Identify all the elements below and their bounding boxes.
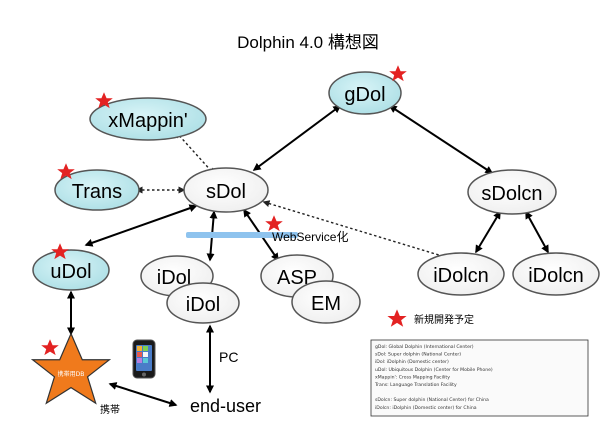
legend-line: sDolcn: Super dolphin (National Center) … (375, 397, 489, 403)
node-idolcn-left[interactable]: iDolcn (417, 252, 505, 296)
new-dev-label: 新規開発予定 (414, 313, 474, 326)
legend-box: gDol: Global Dolphin (International Cent… (370, 339, 589, 417)
node-sdol[interactable]: sDol (183, 167, 269, 213)
edge-sdol-udol (84, 204, 198, 247)
node-idol-back-label: iDol (157, 267, 191, 289)
red-star-icon-xmappin (95, 92, 113, 109)
red-star-icon-trans (57, 163, 75, 180)
node-sdolcn[interactable]: sDolcn (467, 169, 557, 215)
legend-line: uDol: Ubiquitous Dolphin (Center for Mob… (375, 367, 493, 373)
diagram-title: Dolphin 4.0 構想図 (237, 33, 379, 52)
node-udol-label: uDol (50, 261, 91, 283)
edge-xmappin-sdol (174, 130, 216, 176)
node-sdolcn-label: sDolcn (481, 183, 542, 205)
mobile-label: 携帯 (100, 403, 120, 416)
red-star-icon-webservice (265, 215, 283, 232)
node-gdol[interactable]: gDol (328, 71, 402, 115)
mobile-phone-icon (132, 339, 156, 379)
legend-line: Trans: Language Translation Facility (374, 382, 457, 388)
node-idolcn-right-label: iDolcn (528, 265, 584, 287)
legend-line: iDol: iDolphin (Domestic center) (375, 359, 449, 365)
node-xmappin[interactable]: xMappin' (89, 97, 207, 141)
node-em-label: EM (311, 293, 341, 315)
edge-sdolcn-idolcn-right (525, 210, 549, 254)
legend-line: iDolcn: iDolphin (Domestic center) for C… (375, 405, 477, 411)
webservice-bar (186, 232, 298, 238)
webservice-label: WebService化 (272, 230, 348, 244)
node-em[interactable]: EM (291, 280, 361, 324)
legend-line: gDol: Global Dolphin (International Cent… (375, 344, 474, 350)
node-idolcn-left-label: iDolcn (433, 265, 489, 287)
red-star-icon-udol (51, 243, 69, 260)
pc-label: PC (219, 349, 238, 365)
end-user-label[interactable]: end-user (190, 396, 261, 416)
edge-sdol-gdol (252, 105, 342, 171)
orange-star-icon[interactable]: 携帯用DB (30, 332, 112, 405)
mobiledb-label: 携帯用DB (58, 370, 85, 378)
new-dev-key: 新規開発予定 (387, 309, 474, 327)
red-star-icon-gdol (389, 65, 407, 82)
node-idol-front[interactable]: iDol (166, 282, 240, 324)
node-asp-label: ASP (277, 267, 317, 289)
red-star-icon-mobiledb (41, 339, 59, 356)
edge-mobiledb-enduser (108, 382, 178, 407)
legend-lines: gDol: Global Dolphin (International Cent… (374, 344, 493, 411)
node-idol-front-label: iDol (186, 294, 220, 316)
connectors (67, 105, 549, 407)
legend-line: xMappin': Cross Mapping Facility (375, 374, 450, 380)
node-gdol-label: gDol (344, 84, 385, 106)
node-trans[interactable]: Trans (54, 169, 140, 211)
node-udol[interactable]: uDol (32, 249, 110, 291)
node-xmappin-label: xMappin' (108, 110, 187, 132)
legend-line: sDol: Super dolphin (National Center) (375, 352, 461, 358)
edge-gdol-sdolcn (388, 105, 494, 174)
node-idolcn-right[interactable]: iDolcn (512, 252, 600, 296)
edge-sdolcn-idolcn-left (475, 210, 501, 254)
node-sdol-label: sDol (206, 181, 246, 203)
red-star-icon-key (387, 309, 407, 327)
node-trans-label: Trans (72, 181, 122, 203)
